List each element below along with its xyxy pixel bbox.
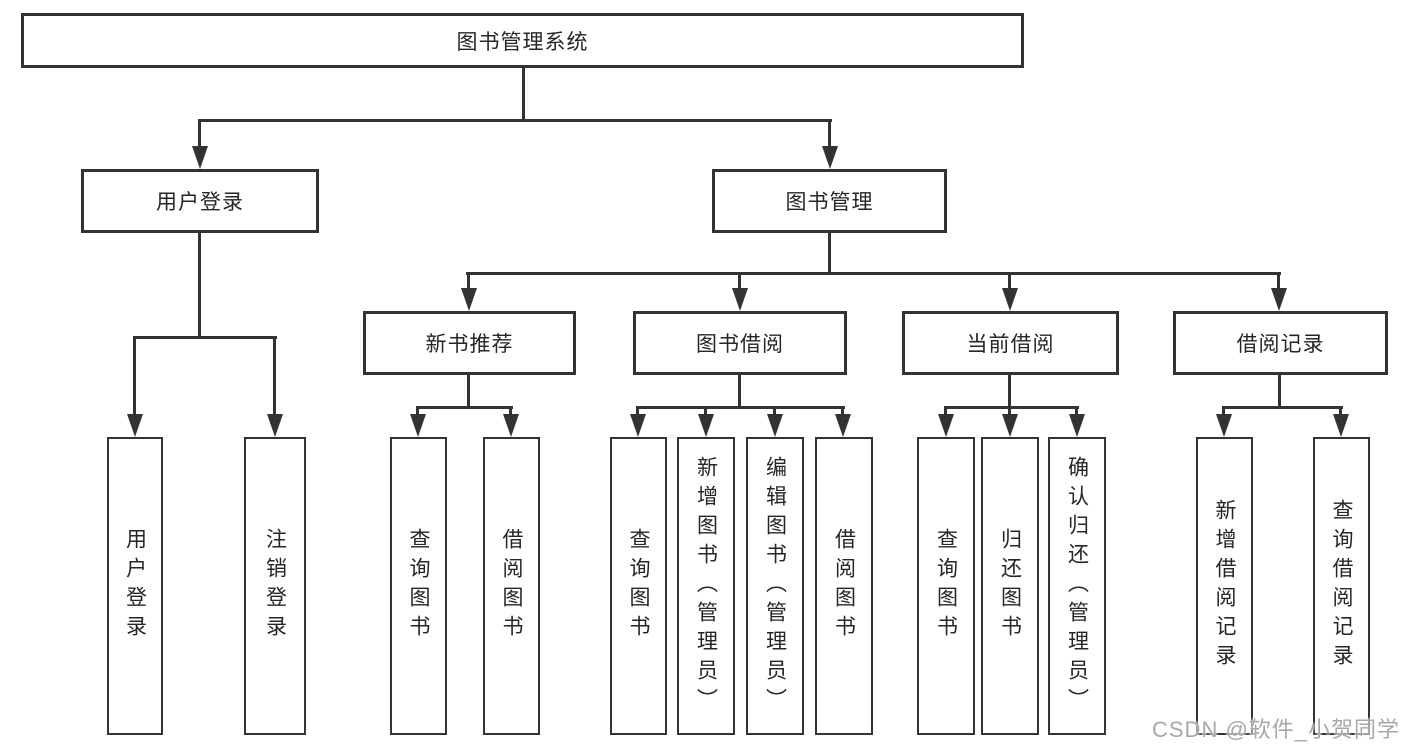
connector-leaf-stem <box>1222 406 1225 417</box>
arrow-down-icon <box>835 414 851 437</box>
leaf-confirm-return-admin: 确认归还（管理员） <box>1048 437 1106 735</box>
connector-leaf-stem <box>773 406 776 417</box>
leaf-add-books-admin: 新增图书（管理员） <box>677 437 735 735</box>
connector-root-stem <box>522 68 525 120</box>
node-book-borrow-label: 图书借阅 <box>696 333 784 356</box>
connector-user-login-bar <box>133 336 277 339</box>
connector-current-borrow-bar <box>944 406 1079 409</box>
node-borrow-records: 借阅记录 <box>1173 311 1388 375</box>
leaf-add-books-admin-label: 新增图书（管理员） <box>694 455 719 717</box>
leaf-query-borrow-record: 查询借阅记录 <box>1313 437 1370 735</box>
arrow-down-icon <box>1271 288 1287 311</box>
connector-leaf-stem <box>1075 406 1078 417</box>
node-library-management-system-label: 图书管理系统 <box>456 30 589 54</box>
node-library-management-system: 图书管理系统 <box>21 13 1024 68</box>
leaf-confirm-return-admin-label: 确认归还（管理员） <box>1065 455 1090 717</box>
connector-to-borrow-records <box>1277 272 1280 290</box>
connector-leaf-stem <box>1008 406 1011 417</box>
connector-leaf-stem <box>636 406 639 417</box>
connector-to-leaf-login <box>133 336 136 417</box>
connector-borrow-records-stem <box>1278 375 1281 407</box>
connector-user-login-stem <box>198 233 201 337</box>
connector-to-book-borrow <box>738 272 741 290</box>
arrow-down-icon <box>461 288 477 311</box>
node-book-management-module-label: 图书管理 <box>785 191 874 214</box>
arrow-down-icon <box>767 414 783 437</box>
arrow-down-icon <box>732 288 748 311</box>
leaf-logout-label: 注销登录 <box>263 528 288 644</box>
connector-leaf-stem <box>509 406 512 417</box>
node-user-login-module: 用户登录 <box>81 169 319 233</box>
connector-to-leaf-logout <box>273 336 276 417</box>
arrow-down-icon <box>630 414 646 437</box>
leaf-query-books-2-label: 查询图书 <box>627 528 652 644</box>
connector-book-mgmt-stem <box>828 233 831 275</box>
leaf-query-books-3: 查询图书 <box>917 437 975 735</box>
node-user-login-module-label: 用户登录 <box>156 191 244 214</box>
leaf-logout: 注销登录 <box>244 437 306 735</box>
leaf-edit-books-admin: 编辑图书（管理员） <box>746 437 804 735</box>
leaf-return-books: 归还图书 <box>981 437 1039 735</box>
connector-leaf-stem <box>944 406 947 417</box>
connector-to-book-management <box>828 119 831 147</box>
leaf-borrow-books-1: 借阅图书 <box>483 437 540 735</box>
connector-to-current-borrow <box>1008 272 1011 290</box>
arrow-down-icon <box>822 146 838 169</box>
connector-to-user-login <box>198 119 201 147</box>
leaf-add-borrow-record-label: 新增借阅记录 <box>1213 499 1238 673</box>
connector-new-book-bar <box>416 406 513 409</box>
node-borrow-records-label: 借阅记录 <box>1236 333 1325 356</box>
node-book-borrow: 图书借阅 <box>633 311 847 375</box>
connector-book-borrow-stem <box>738 375 741 407</box>
leaf-borrow-books-2-label: 借阅图书 <box>832 528 857 644</box>
arrow-down-icon <box>1216 414 1232 437</box>
node-current-borrow-label: 当前借阅 <box>966 333 1055 356</box>
arrow-down-icon <box>1002 288 1018 311</box>
node-current-borrow: 当前借阅 <box>902 311 1119 375</box>
leaf-user-login-label: 用户登录 <box>123 528 148 644</box>
connector-leaf-stem <box>704 406 707 417</box>
connector-leaf-stem <box>416 406 419 417</box>
connector-book-mgmt-bar <box>466 272 1281 275</box>
arrow-down-icon <box>267 414 283 437</box>
leaf-edit-books-admin-label: 编辑图书（管理员） <box>763 455 788 717</box>
leaf-query-books-2: 查询图书 <box>610 437 667 735</box>
connector-new-book-stem <box>467 375 470 407</box>
leaf-query-books-1: 查询图书 <box>390 437 447 735</box>
leaf-return-books-label: 归还图书 <box>998 528 1023 644</box>
arrow-down-icon <box>1069 414 1085 437</box>
arrow-down-icon <box>698 414 714 437</box>
connector-current-borrow-stem <box>1008 375 1011 407</box>
connector-borrow-records-bar <box>1222 406 1343 409</box>
connector-leaf-stem <box>841 406 844 417</box>
leaf-borrow-books-1-label: 借阅图书 <box>500 528 525 644</box>
node-new-book-recommend-label: 新书推荐 <box>425 333 514 356</box>
arrow-down-icon <box>192 146 208 169</box>
arrow-down-icon <box>1333 414 1349 437</box>
leaf-query-books-1-label: 查询图书 <box>407 528 432 644</box>
connector-leaf-stem <box>1339 406 1342 417</box>
arrow-down-icon <box>938 414 954 437</box>
node-book-management-module: 图书管理 <box>712 169 947 233</box>
leaf-borrow-books-2: 借阅图书 <box>815 437 873 735</box>
leaf-add-borrow-record: 新增借阅记录 <box>1196 437 1253 735</box>
connector-book-borrow-bar <box>636 406 845 409</box>
connector-to-new-book <box>467 272 470 290</box>
connector-root-bar <box>198 119 832 122</box>
arrow-down-icon <box>127 414 143 437</box>
node-new-book-recommend: 新书推荐 <box>363 311 576 375</box>
arrow-down-icon <box>1002 414 1018 437</box>
leaf-query-books-3-label: 查询图书 <box>934 528 959 644</box>
arrow-down-icon <box>410 414 426 437</box>
watermark: CSDN @软件_小贺同学 <box>1152 717 1401 742</box>
leaf-query-borrow-record-label: 查询借阅记录 <box>1330 499 1355 673</box>
leaf-user-login: 用户登录 <box>107 437 163 735</box>
arrow-down-icon <box>503 414 519 437</box>
